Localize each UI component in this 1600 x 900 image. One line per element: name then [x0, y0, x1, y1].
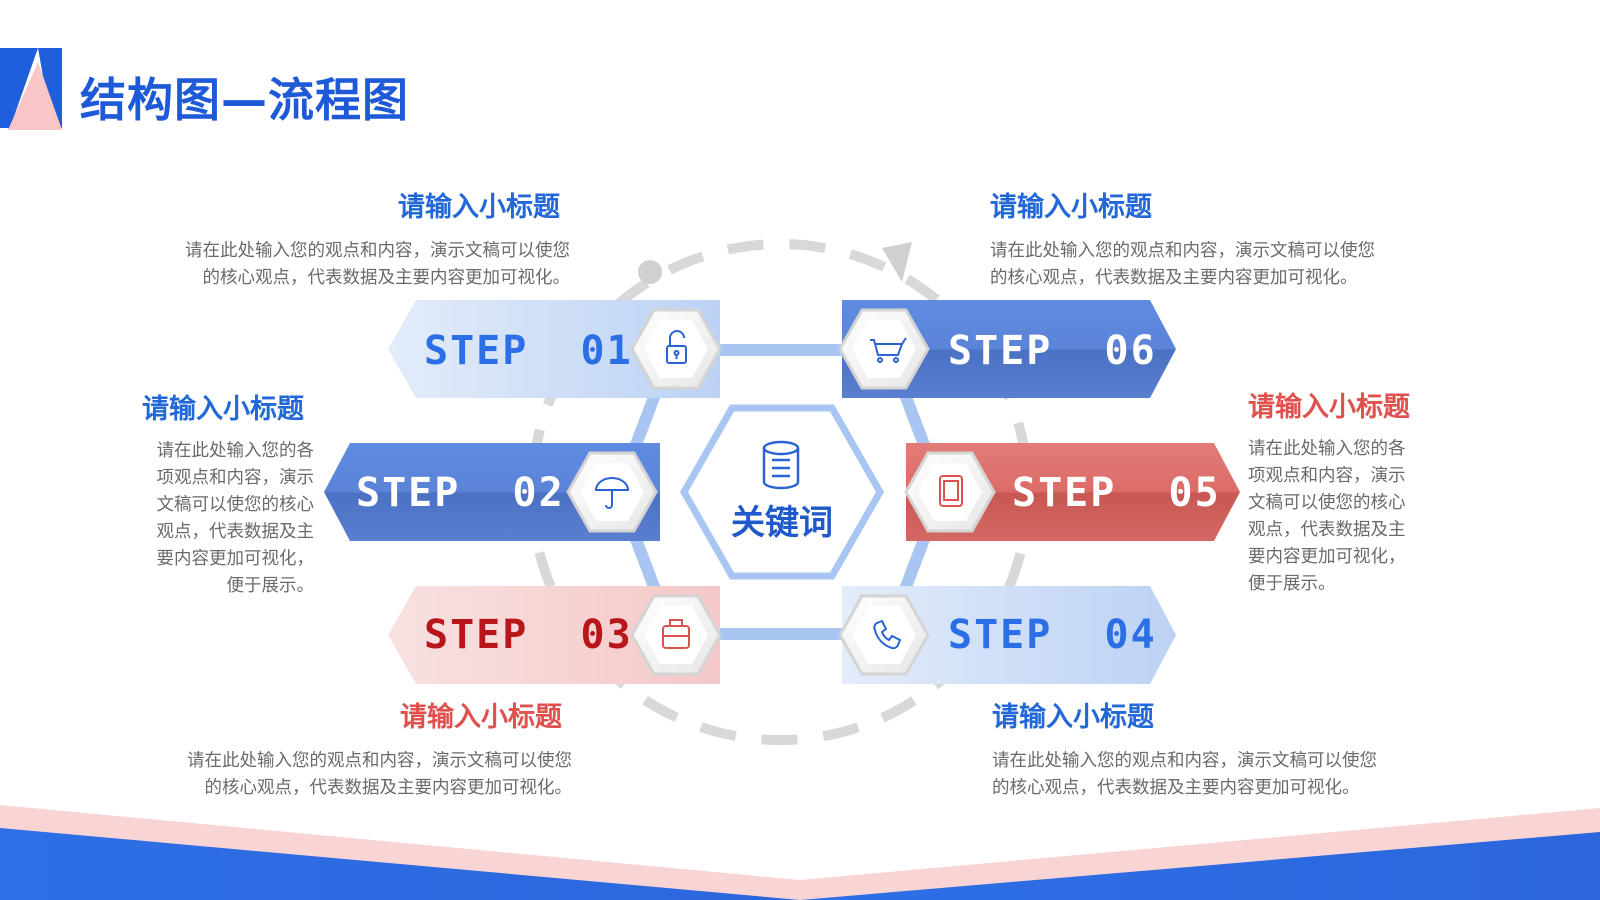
step-01-body: 请在此处输入您的观点和内容，演示文稿可以使您 的核心观点，代表数据及主要内容更加…	[120, 238, 570, 292]
ring-arrowhead	[882, 242, 912, 282]
umbrella-icon	[594, 477, 630, 509]
step-02-body-line: 项观点和内容，演示	[156, 468, 315, 488]
cart-icon	[870, 337, 907, 363]
step-06-icon-badge	[838, 308, 930, 390]
step-01-banner[interactable]: STEP 01	[388, 300, 720, 398]
step-03-body-line: 请在此处输入您的观点和内容，演示文稿可以使您	[187, 751, 572, 771]
step-02-icon-badge	[566, 451, 658, 533]
step-04-label: STEP 04	[948, 612, 1157, 658]
keyword-label: 关键词	[731, 503, 833, 543]
step-03-body-line: 的核心观点，代表数据及主要内容更加可视化。	[204, 778, 573, 798]
step-06-body-line: 请在此处输入您的观点和内容，演示文稿可以使您	[990, 241, 1375, 261]
step-01-body-line: 的核心观点，代表数据及主要内容更加可视化。	[202, 268, 571, 288]
ring-knob	[638, 260, 662, 284]
step-02-body: 请在此处输入您的各 项观点和内容，演示 文稿可以使您的核心 观点，代表数据及主 …	[120, 438, 315, 600]
step-06-banner[interactable]: STEP 06	[842, 300, 1176, 398]
phone-icon	[873, 619, 902, 650]
logo-mark	[0, 48, 62, 130]
step-06-body: 请在此处输入您的观点和内容，演示文稿可以使您 的核心观点，代表数据及主要内容更加…	[990, 238, 1450, 292]
step-03-label: STEP 03	[424, 612, 633, 658]
step-02-heading: 请输入小标题	[142, 394, 304, 425]
step-05-banner[interactable]: STEP 05	[906, 443, 1240, 541]
step-02-body-line: 文稿可以使您的核心	[156, 495, 315, 515]
step-03-heading: 请输入小标题	[400, 702, 562, 733]
step-03-icon-badge	[630, 594, 722, 676]
step-01-icon-badge	[630, 308, 722, 390]
step-02-label: STEP 02	[356, 470, 565, 516]
step-04-banner[interactable]: STEP 04	[842, 586, 1176, 684]
page-title: 结构图—流程图	[80, 73, 409, 127]
lock-icon	[666, 330, 687, 364]
step-05-body-line: 观点，代表数据及主	[1248, 520, 1406, 540]
step-06-body-line: 的核心观点，代表数据及主要内容更加可视化。	[990, 268, 1358, 288]
step-06-label: STEP 06	[948, 328, 1157, 374]
step-05-body-line: 文稿可以使您的核心	[1248, 493, 1406, 513]
step-04-body-line: 请在此处输入您的观点和内容，演示文稿可以使您	[992, 751, 1377, 771]
step-02-banner[interactable]: STEP 02	[324, 443, 660, 541]
step-02-body-line: 请在此处输入您的各	[156, 441, 315, 461]
step-05-body-line: 项观点和内容，演示	[1248, 466, 1406, 486]
step-05-label: STEP 05	[1012, 470, 1221, 516]
database-icon	[762, 440, 800, 490]
step-05-body-line: 便于展示。	[1248, 574, 1336, 594]
step-02-body-line: 观点，代表数据及主	[156, 522, 315, 542]
step-03-body: 请在此处输入您的观点和内容，演示文稿可以使您 的核心观点，代表数据及主要内容更加…	[122, 748, 572, 802]
step-03-banner[interactable]: STEP 03	[388, 586, 720, 684]
bottom-wave	[0, 805, 1600, 900]
step-01-label: STEP 01	[424, 328, 633, 374]
step-05-body-line: 请在此处输入您的各	[1248, 439, 1406, 459]
center-hexagon: 关键词	[679, 404, 885, 580]
step-04-heading: 请输入小标题	[992, 702, 1154, 733]
step-02-body-line: 便于展示。	[226, 576, 315, 596]
step-04-icon-badge	[838, 594, 930, 676]
step-06-heading: 请输入小标题	[990, 192, 1152, 223]
step-04-body: 请在此处输入您的观点和内容，演示文稿可以使您 的核心观点，代表数据及主要内容更加…	[992, 748, 1452, 802]
step-05-icon-badge	[904, 451, 996, 533]
step-04-body-line: 的核心观点，代表数据及主要内容更加可视化。	[992, 778, 1360, 798]
step-02-body-line: 要内容更加可视化，	[156, 549, 315, 569]
step-05-heading: 请输入小标题	[1248, 392, 1410, 423]
step-01-body-line: 请在此处输入您的观点和内容，演示文稿可以使您	[185, 241, 570, 261]
step-05-body: 请在此处输入您的各 项观点和内容，演示 文稿可以使您的核心 观点，代表数据及主 …	[1248, 436, 1448, 598]
tablet-icon	[939, 475, 963, 507]
step-01-heading: 请输入小标题	[398, 192, 560, 223]
bag-icon	[662, 619, 690, 649]
step-05-body-line: 要内容更加可视化，	[1248, 547, 1406, 567]
